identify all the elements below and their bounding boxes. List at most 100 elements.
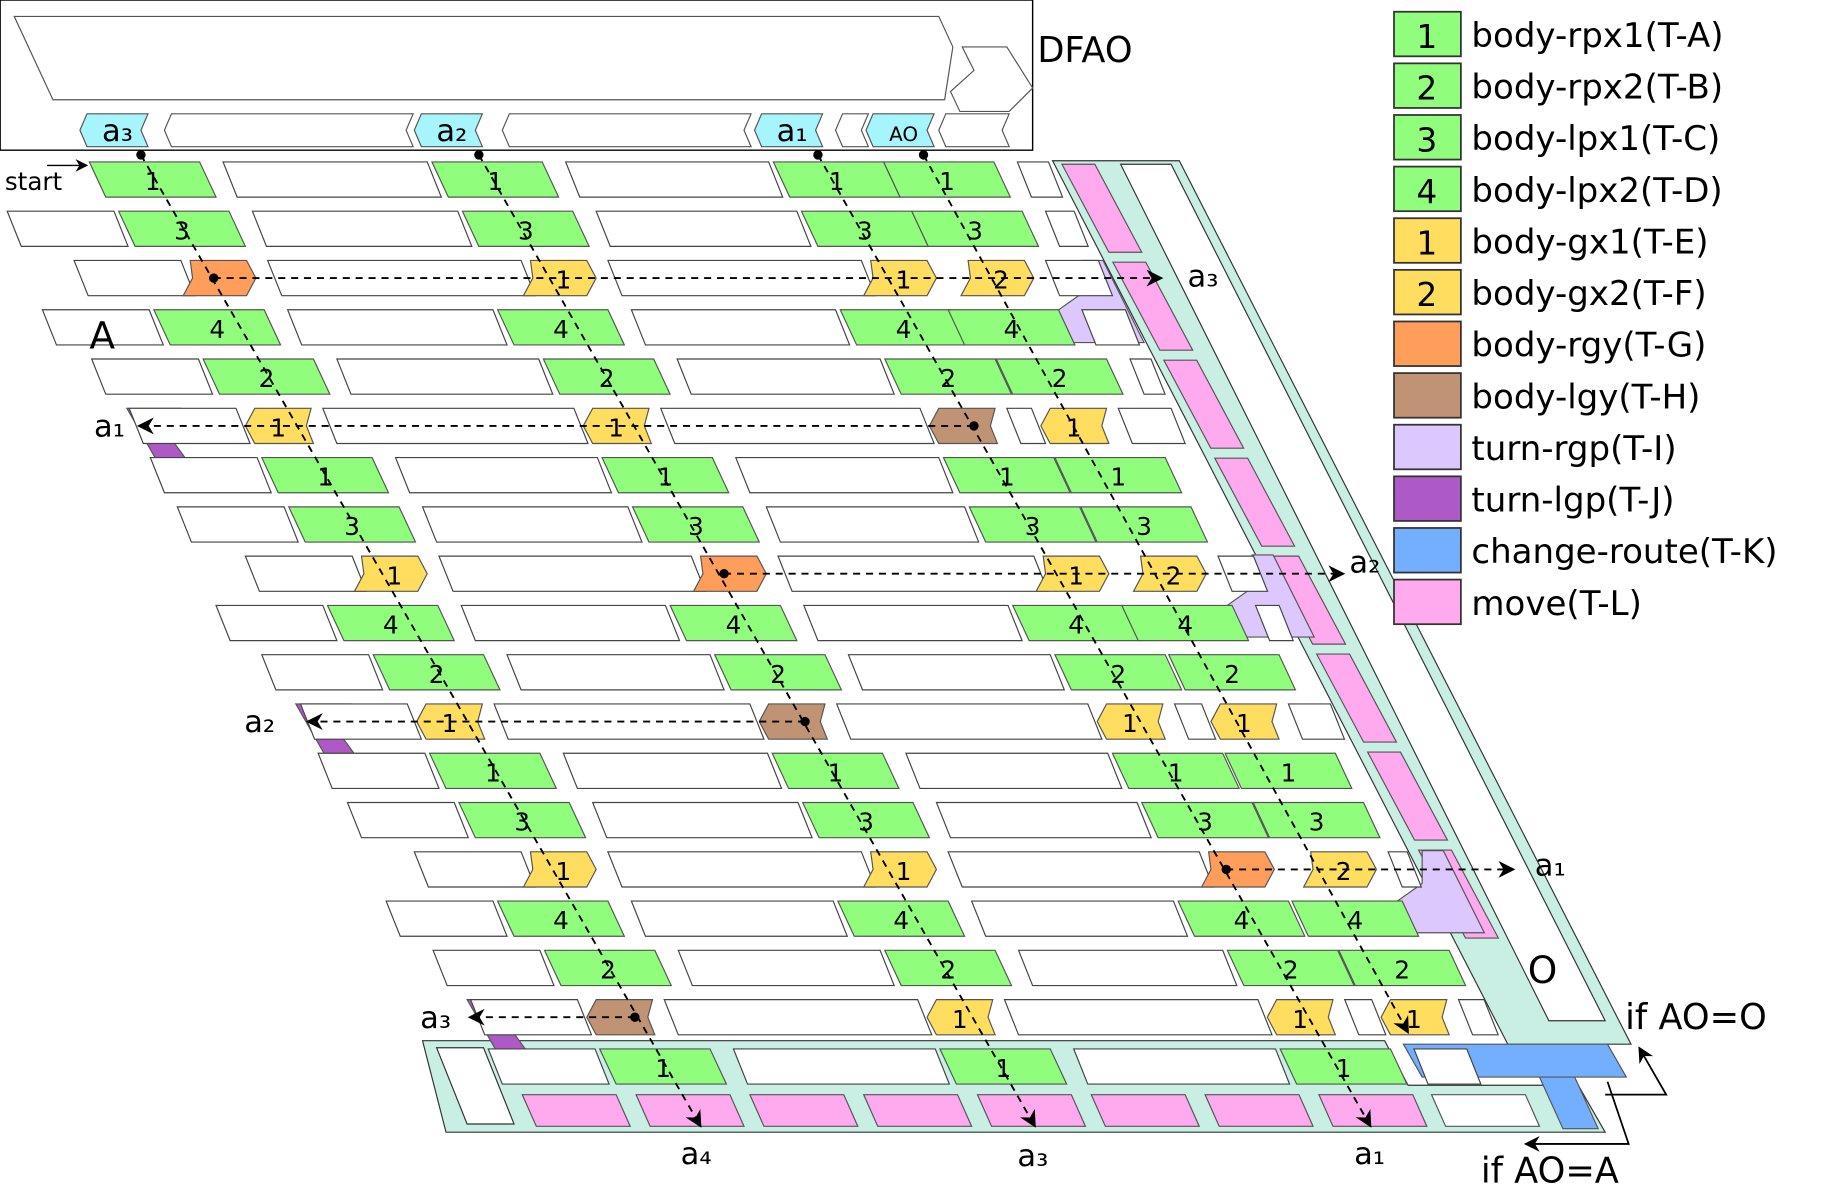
cell-number: 1: [270, 413, 286, 442]
body-rpx-cell: [1140, 801, 1270, 839]
cell-number: 4: [383, 611, 399, 640]
body-rpx-cell: [543, 949, 673, 987]
cell-number: 1: [995, 1054, 1011, 1083]
body-rpx-cell: [1111, 752, 1241, 790]
track-cell: [413, 851, 537, 888]
track-cell: [336, 358, 554, 395]
region-a-label: A: [89, 313, 115, 357]
legend-label: move(T-L): [1471, 584, 1641, 624]
dfao-loop-track: [949, 46, 1034, 113]
cell-number: 2: [1283, 956, 1299, 985]
track-cell: [1003, 999, 1273, 1036]
cell-number: 1: [608, 413, 624, 442]
body-rpx-cell: [1279, 1048, 1408, 1085]
cell-number: 2: [1052, 364, 1068, 393]
track-cell: [346, 801, 470, 839]
body-rpx-cell: [1224, 752, 1353, 790]
track-cell: [564, 161, 784, 198]
move-cell: [1213, 457, 1296, 547]
if-ao-o-label: if AO=O: [1625, 997, 1767, 1038]
body-rpx-cell: [713, 654, 843, 691]
cell-number: 2: [429, 660, 445, 689]
if-ao-a-label: if AO=A: [1481, 1151, 1619, 1185]
cell-number: 1: [1068, 561, 1084, 590]
legend-label: body-rgy(T-G): [1471, 326, 1706, 366]
legend-swatch: [1393, 10, 1462, 58]
cell-number: 3: [857, 216, 873, 245]
cell-number: 4: [896, 315, 912, 344]
track-cell: [90, 358, 214, 395]
legend-swatch: [1393, 268, 1462, 316]
track-cell: [947, 851, 1215, 888]
cell-number: 2: [770, 660, 786, 689]
left-a3-label: a₃: [420, 1001, 451, 1036]
move-cell: [862, 1094, 973, 1127]
cell-number: 1: [828, 758, 844, 787]
cell-number: 4: [1068, 611, 1084, 640]
move-cell: [521, 1094, 632, 1127]
dfao-box: [0, 0, 1034, 151]
start-label: start: [5, 167, 63, 196]
cell-number: 1: [1292, 1005, 1308, 1034]
track-cell: [1017, 949, 1238, 987]
body-gx-cell: [1302, 851, 1378, 888]
track-cell: [394, 456, 613, 494]
legend-number: 2: [1416, 276, 1437, 314]
cell-number: 1: [939, 167, 955, 196]
legend-number: 4: [1416, 173, 1437, 211]
track-cell: [676, 358, 896, 395]
track-cell: [460, 604, 681, 642]
body-rpx-cell: [947, 309, 1076, 346]
legend-label: change-route(T-K): [1471, 532, 1777, 572]
cell-number: 4: [553, 315, 569, 344]
track-cell: [732, 1048, 951, 1085]
legend-label: turn-rgp(T-I): [1471, 429, 1676, 469]
track-cell: [487, 1048, 610, 1085]
move-cell: [1162, 359, 1245, 449]
dfao-track-segment: [834, 113, 870, 148]
body-rpx-cell: [942, 456, 1072, 494]
body-rpx-cell: [910, 210, 1040, 247]
cell-number: 1: [1236, 709, 1252, 738]
band-track: [1119, 163, 1607, 1022]
track-cell: [1129, 358, 1166, 395]
body-rpx-cell: [1167, 654, 1297, 691]
track-cell: [1457, 999, 1500, 1036]
cell-number: 3: [1309, 808, 1325, 837]
track-cell: [663, 999, 933, 1036]
cell-number: 1: [555, 857, 571, 886]
legend-number: 1: [1416, 18, 1437, 56]
cell-number: 3: [1136, 512, 1152, 541]
legend-swatch: [1393, 527, 1462, 574]
cell-number: 3: [858, 808, 874, 837]
legend-swatch: [1393, 114, 1462, 161]
track-cell: [1387, 851, 1423, 888]
cell-number: 2: [1110, 660, 1126, 689]
bottom-track-cell: [435, 1047, 515, 1125]
cell-number: 2: [259, 364, 275, 393]
cell-number: 1: [896, 857, 912, 886]
body-rpx-cell: [287, 506, 417, 543]
legend-label: body-lpx2(T-D): [1471, 171, 1722, 211]
body-rgy-cell: [1200, 851, 1275, 888]
move-cell: [1111, 261, 1194, 351]
body-gx-cell: [1096, 703, 1167, 740]
body-gx-cell: [353, 555, 428, 592]
legend-swatch: [1393, 217, 1462, 264]
cell-number: 2: [1336, 857, 1352, 886]
track-cell: [1016, 161, 1064, 198]
cell-number: 1: [555, 266, 571, 295]
cell-number: 1: [655, 1054, 671, 1083]
body-rpx-cell: [669, 604, 798, 642]
track-cell: [222, 161, 443, 198]
track-cell: [432, 949, 555, 987]
dfao-token-label: a₁: [777, 114, 808, 149]
track-cell: [1044, 210, 1090, 247]
track-cell: [215, 604, 338, 642]
body-rpx-cell: [883, 358, 1013, 395]
track-cell: [562, 752, 783, 790]
move-cell: [1204, 1094, 1314, 1127]
cell-number: 1: [999, 463, 1015, 492]
